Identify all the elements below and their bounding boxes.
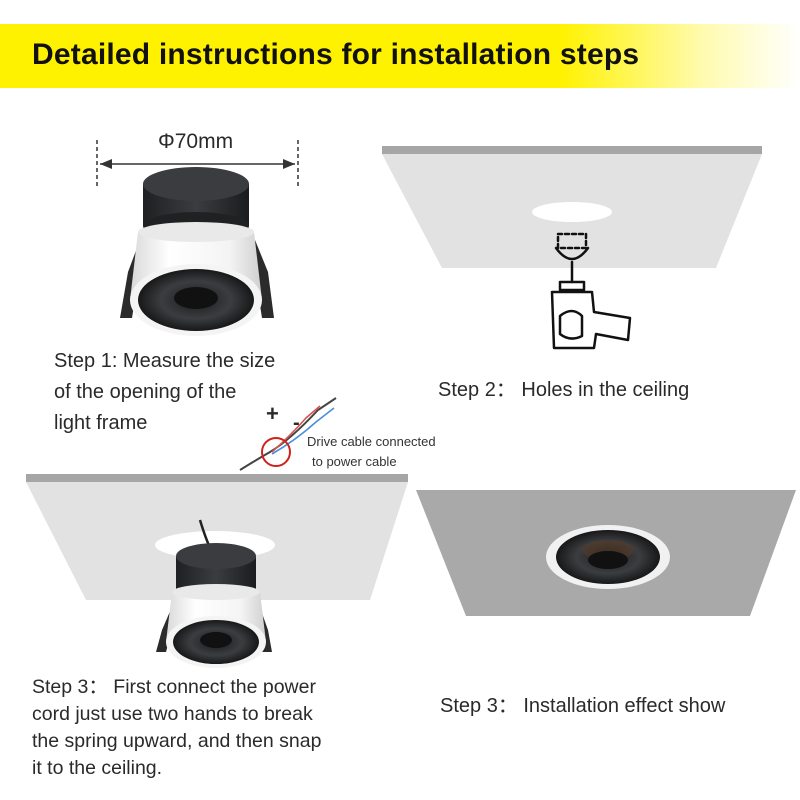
wiring-note-line: Drive cable connected	[307, 434, 436, 449]
ceiling-panel-step2	[382, 146, 762, 268]
ceiling-panel-step3b	[416, 490, 796, 616]
step3a-caption-line: cord just use two hands to break	[32, 703, 313, 725]
step3b-caption: Step 3： Installation effect show	[440, 695, 726, 717]
step2-caption: Step 2： Holes in the ceiling	[438, 379, 690, 401]
downlight-fixture	[120, 167, 274, 336]
plus-label: +	[266, 401, 279, 426]
wiring-diagram	[239, 397, 337, 471]
step3a-caption-line: the spring upward, and then snap	[32, 730, 322, 752]
drill-icon	[550, 232, 632, 350]
step3a-caption-line: it to the ceiling.	[32, 757, 163, 779]
step1-caption-line: Step 1: Measure the size	[54, 350, 276, 372]
step1-caption-line: of the opening of the	[54, 381, 237, 403]
step1-caption-line: light frame	[54, 412, 148, 434]
dimension-marker	[96, 140, 299, 188]
step3a-caption: Step 3： First connect the power cord jus…	[32, 674, 321, 782]
step3a-caption-line: Step 3： First connect the power	[32, 676, 316, 698]
page-title: Detailed instructions for installation s…	[32, 38, 640, 71]
minus-label: -	[293, 412, 300, 434]
wiring-note-line: to power cable	[312, 454, 397, 469]
inserted-fixture	[156, 519, 272, 668]
step1-caption: Step 1: Measure the size of the opening …	[54, 346, 275, 439]
title-banner	[0, 24, 800, 88]
dimension-label: Φ70mm	[158, 130, 234, 153]
